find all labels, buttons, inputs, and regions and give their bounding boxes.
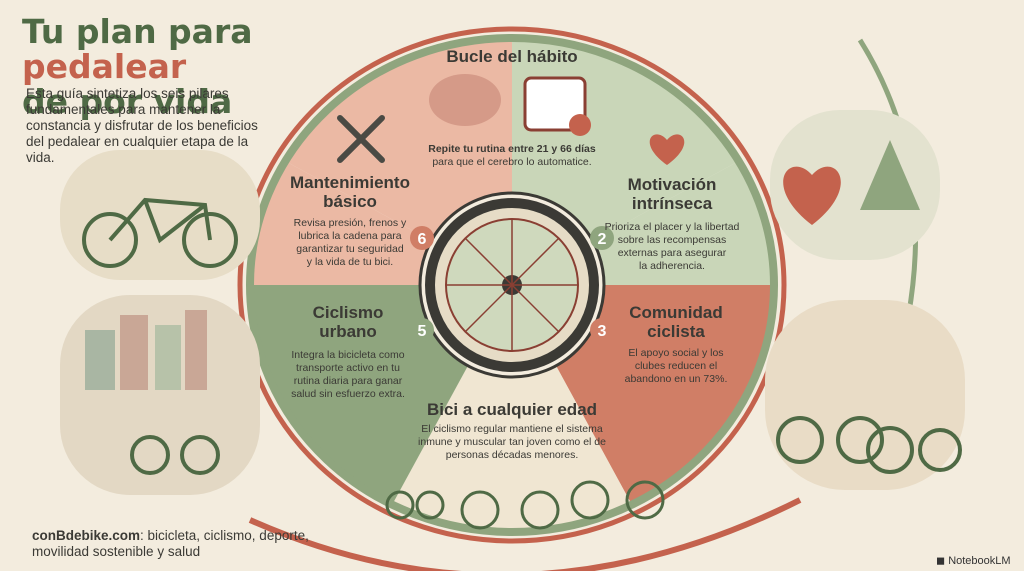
badge-5: 5 [418, 323, 427, 340]
outer-ring-2 [237, 26, 787, 544]
section-5-text-line: salud sin esfuerzo extra. [291, 388, 405, 400]
section-5-title-line: Ciclismo [313, 303, 384, 322]
section-1-text-line: Repite tu rutina entre 21 y 66 días [428, 143, 596, 155]
section-1-text-line: para que el cerebro lo automatice. [432, 156, 591, 168]
section-3-text-line: abandono en un 73%. [625, 373, 728, 385]
section-6-text-line: garantizar tu seguridad [296, 243, 404, 255]
section-1-title: Bucle del hábito [446, 47, 577, 66]
outer-ring [246, 34, 778, 536]
section-6-text-line: lubrica la cadena para [298, 230, 401, 242]
section-2-title-line: intrínseca [632, 194, 713, 213]
section-6-title-line: básico [323, 192, 377, 211]
city-illustration [85, 310, 220, 475]
section-5-title-line: urbano [319, 322, 377, 341]
calendar-icon [523, 76, 591, 136]
brand-logo: ◼ NotebookLM [936, 554, 1011, 567]
section-3-title-line: Comunidad [629, 303, 723, 322]
footer-text: conBdebike.com: bicicleta, ciclismo, dep… [32, 528, 312, 560]
section-5-text-line: transporte activo en tu [296, 362, 400, 374]
section-2-text-line: sobre las recompensas [618, 234, 727, 246]
section-6-text-line: y la vida de tu bici. [307, 256, 393, 268]
sector-4-bg [392, 285, 632, 533]
community-scene [765, 300, 965, 490]
section-6-title-line: Mantenimiento [290, 173, 410, 192]
title-part1: Tu plan para [22, 12, 253, 51]
badge-3: 3 [598, 323, 607, 340]
intro-text: Esta guía sintetiza los seis pilares fun… [26, 86, 258, 165]
section-4-title: Bici a cualquier edad [427, 400, 597, 419]
wrench-icon [337, 115, 385, 163]
section-5-text-line: Integra la bicicleta como [291, 349, 404, 361]
heart-icon [649, 134, 685, 165]
footer-site[interactable]: conBdebike.com [32, 528, 141, 543]
brain-icon [429, 74, 501, 126]
bicycle-wheel-icon [425, 198, 599, 372]
section-2-title-line: Motivación [628, 175, 717, 194]
badge-2: 2 [598, 231, 607, 248]
cyclists-group-illustration [776, 416, 962, 474]
badge-6: 6 [418, 231, 427, 248]
notebooklm-icon: ◼ [936, 555, 949, 567]
section-3-text-line: clubes reducen el [635, 360, 717, 372]
title-part2: de por vida [22, 82, 233, 121]
section-4-text-line: El ciclismo regular mantiene el sistema [421, 423, 603, 435]
section-3-title-line: ciclista [647, 322, 705, 341]
section-2-text-line: la adherencia. [639, 260, 705, 272]
section-2-text-line: externas para asegurar [618, 247, 727, 259]
heart-illustration [783, 140, 920, 225]
kids-to-adults-bikes-illustration [385, 480, 665, 530]
section-5-text-line: rutina diaria para ganar [294, 375, 403, 387]
section-4-text-line: inmune y muscular tan joven como el de [418, 436, 606, 448]
decor-swoosh [248, 497, 802, 571]
brand-label: NotebookLM [948, 555, 1011, 567]
section-2-text-line: Prioriza el placer y la libertad [605, 221, 740, 233]
title-accent: pedalear [22, 47, 187, 86]
section-6-text-line: Revisa presión, frenos y [294, 217, 407, 229]
maintenance-scene [60, 150, 260, 280]
section-4-text-line: personas décadas menores. [446, 449, 579, 461]
section-3-text-line: El apoyo social y los [628, 347, 723, 359]
footer-tagline: : bicicleta, ciclismo, deporte, movilida… [32, 528, 309, 559]
bike-maintenance-illustration [82, 197, 238, 268]
